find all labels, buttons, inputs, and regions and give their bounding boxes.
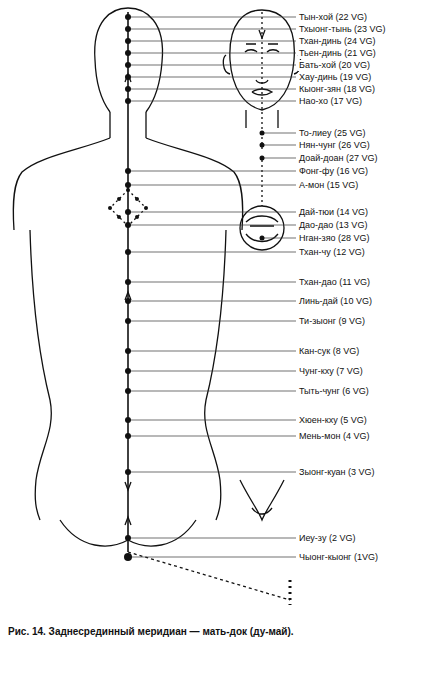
point-label: Тхан-чу (12 VG) (298, 247, 366, 258)
point-label: Тьен-динь (21 VG) (298, 48, 377, 59)
point-label: То-лиеу (25 VG) (298, 128, 367, 139)
point-label: Кан-сук (8 VG) (298, 346, 360, 357)
point-label: Тхыонг-тынь (23 VG) (298, 24, 387, 35)
point-label: Хюен-кху (5 VG) (298, 415, 368, 426)
point-label: Кыонг-зян (18 VG) (298, 84, 376, 95)
point-label: Фонг-фу (16 VG) (298, 166, 369, 177)
point-label: Дай-тюи (14 VG) (298, 207, 369, 218)
point-label: Доай-доан (27 VG) (298, 153, 378, 164)
point-label: Иеу-зу (2 VG) (298, 533, 356, 544)
point-label: Тыть-чунг (6 VG) (298, 386, 370, 397)
point-label: Тхан-динь (24 VG) (298, 36, 376, 47)
point-label: Тын-хой (22 VG) (298, 12, 368, 23)
point-label: Зыонг-куан (3 VG) (298, 467, 376, 478)
point-label: Дао-дао (13 VG) (298, 220, 368, 231)
point-label: Чунг-кху (7 VG) (298, 366, 364, 377)
point-label: Чыонг-кыонг (1VG) (298, 552, 379, 563)
point-label: Нао-хо (17 VG) (298, 96, 363, 107)
point-label: Нган-зяо (28 VG) (298, 233, 371, 244)
point-label: Хау-динь (19 VG) (298, 72, 372, 83)
figure-caption: Рис. 14. Заднесрединный меридиан — мать-… (8, 626, 294, 637)
point-label: Линь-дай (10 VG) (298, 296, 373, 307)
point-label: Нян-чунг (26 VG) (298, 140, 371, 151)
point-label: Мень-мон (4 VG) (298, 431, 370, 442)
point-label: Бать-хой (20 VG) (298, 60, 371, 71)
point-label: Тхан-дао (11 VG) (298, 277, 371, 288)
point-label: А-мон (15 VG) (298, 180, 359, 191)
point-label: Ти-зыонг (9 VG) (298, 316, 366, 327)
